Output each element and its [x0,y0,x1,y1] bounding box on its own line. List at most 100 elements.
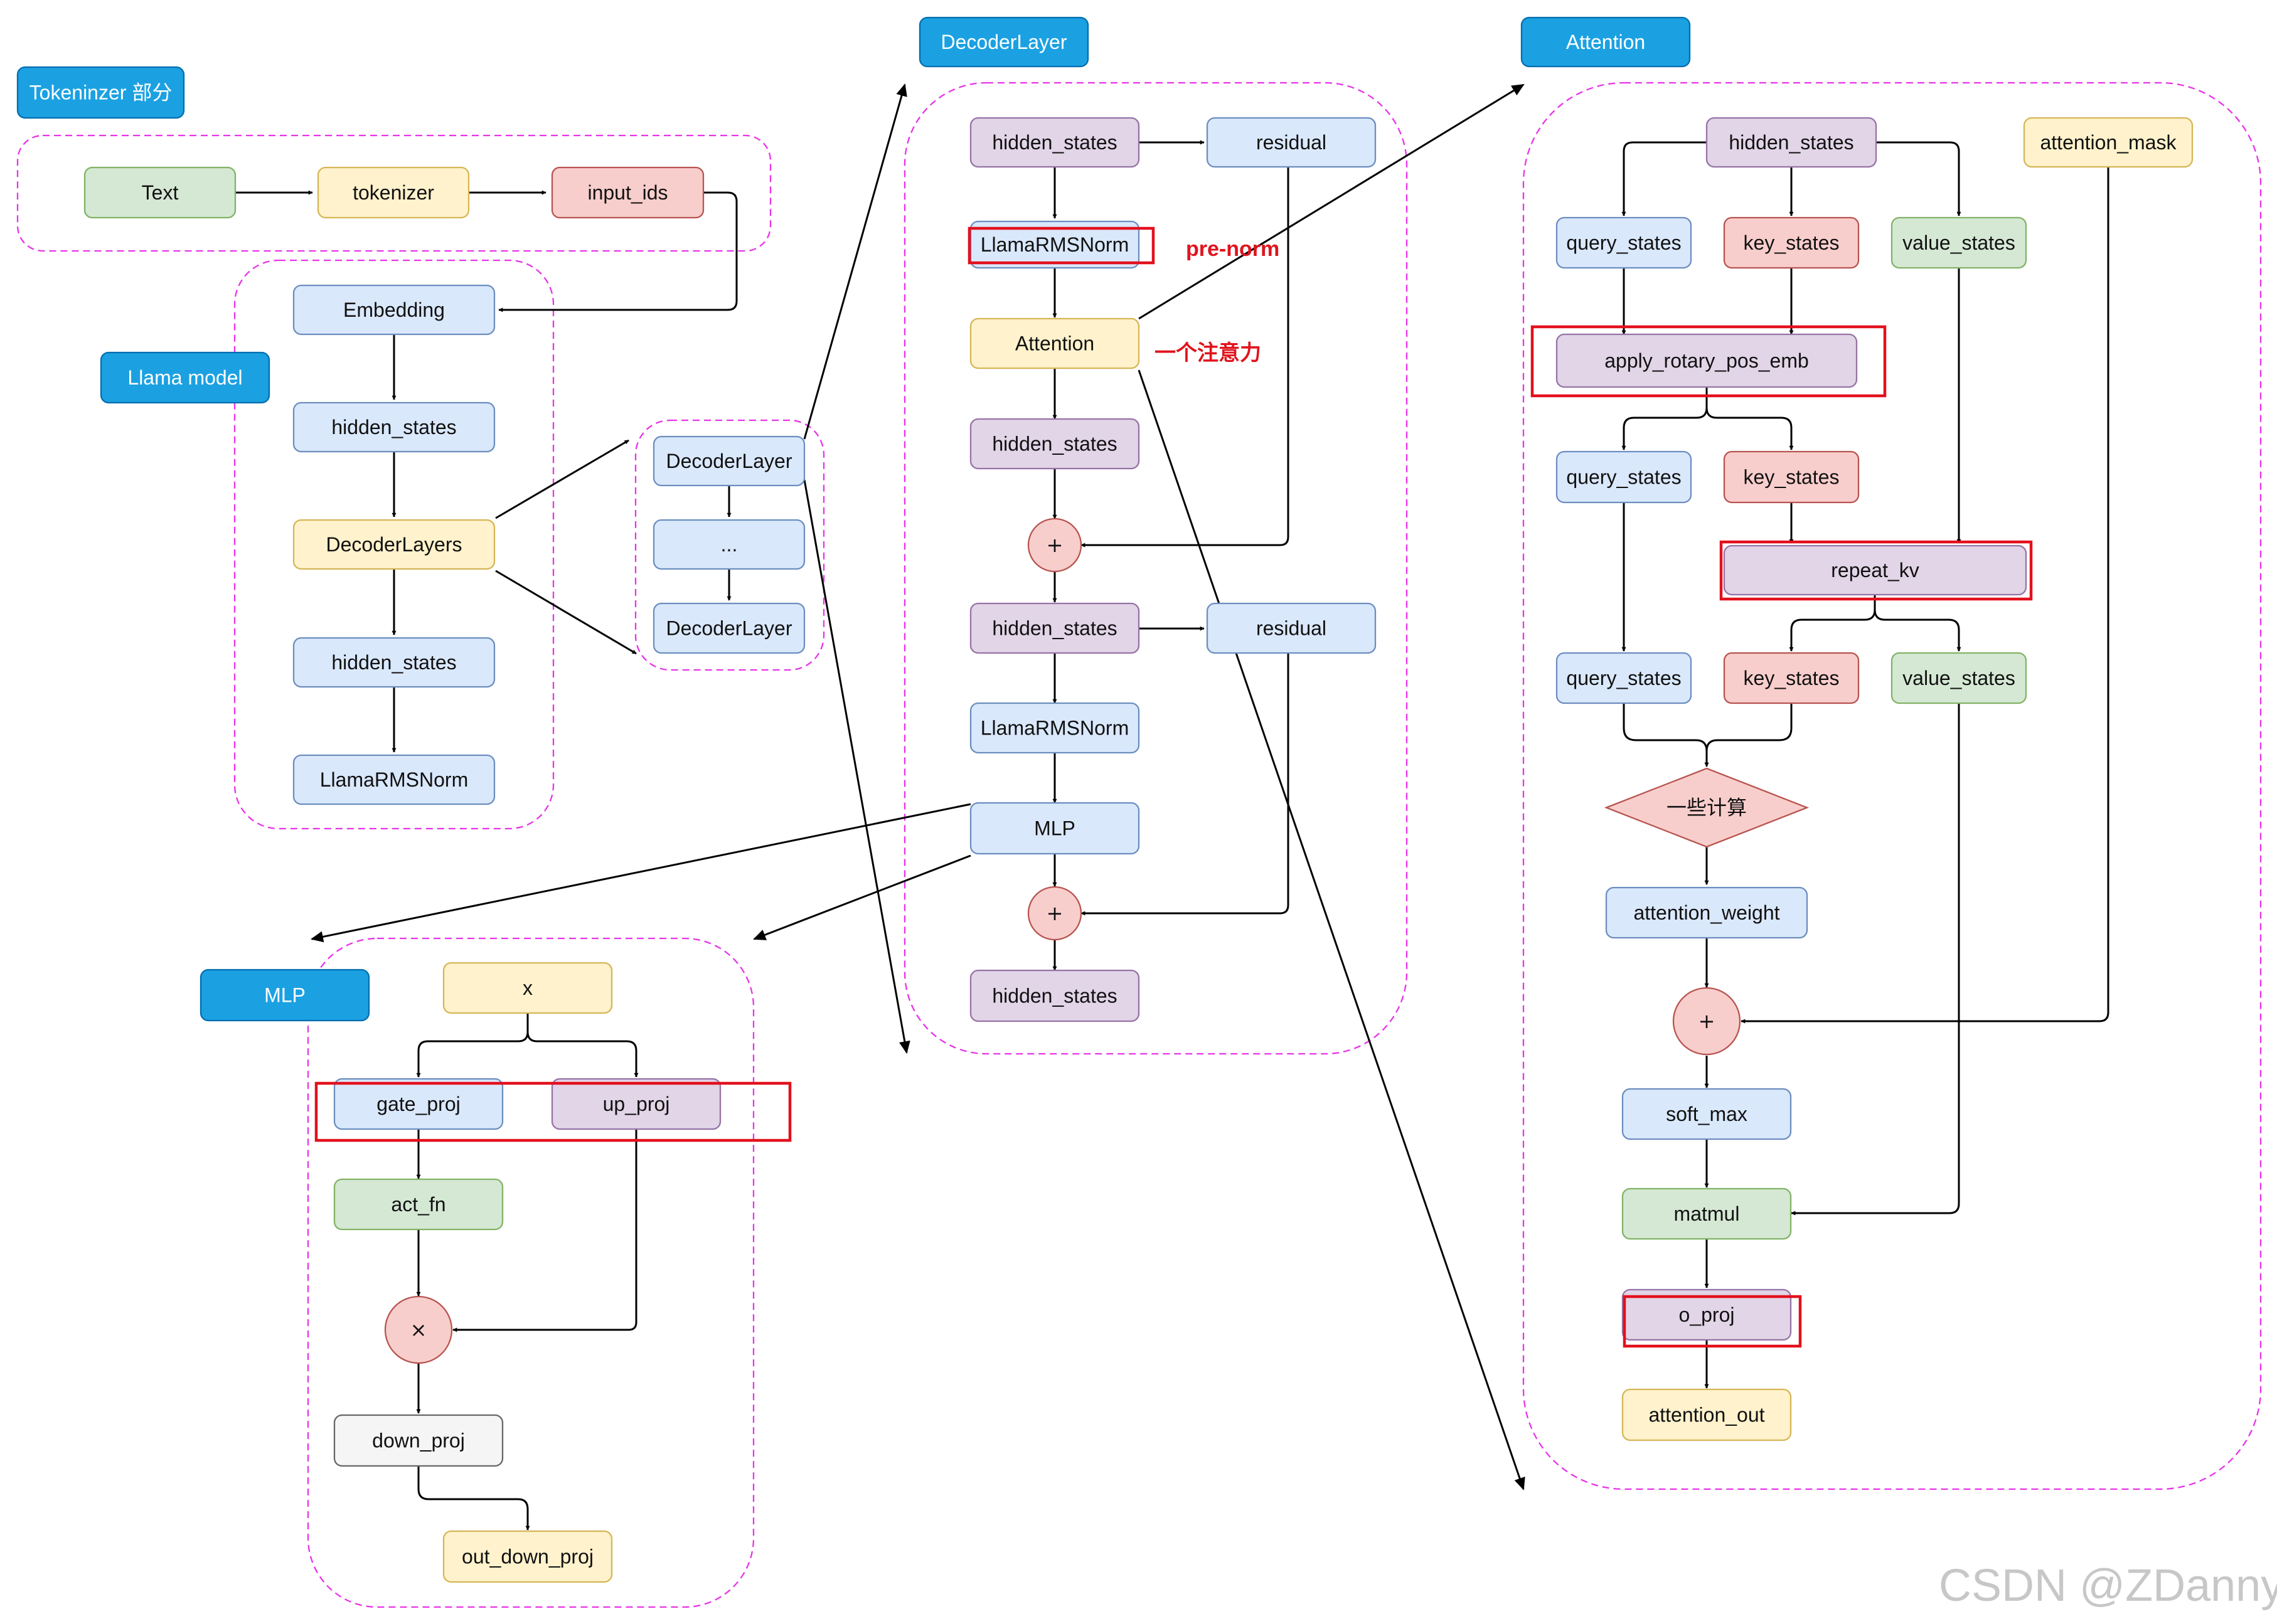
watermark: CSDN @ZDanny~ [1939,1561,2277,1611]
node-repeat-kv-shape [1723,544,2027,596]
title-llama-model-shape [100,351,270,404]
node-residual-1: residual [1206,117,1377,168]
node-hidden-states-attn: hidden_states [969,418,1140,470]
node-attention-out-shape [1621,1388,1792,1441]
node-decoder-layer-first-label: DecoderLayer [666,450,792,472]
node-plus-1-label: + [1047,533,1064,557]
group-boxes [16,82,2262,1608]
title-decoder-layer: DecoderLayer [919,16,1089,68]
node-out-down-proj: out_down_proj [442,1530,613,1583]
node-gate-proj: gate_proj [333,1078,504,1130]
node-hidden-states-mid-shape [969,602,1140,654]
node-matmul-shape [1621,1187,1792,1240]
node-up-proj: up_proj [551,1078,722,1130]
node-attention-out: attention_out [1621,1388,1792,1441]
node-attention-weight: attention_weight [1605,886,1808,939]
highlight-pre-norm [968,226,1155,265]
node-apply-rotary-pos-emb: apply_rotary_pos_emb [1555,333,1858,388]
node-plus-2-label: + [1047,901,1064,925]
title-decoder-layer-label: DecoderLayer [941,31,1067,53]
node-multiply-label: × [410,1318,427,1342]
node-llama-rms-norm-model: LlamaRMSNorm [292,754,496,805]
node-input-ids: input_ids [551,166,705,219]
node-repeat-kv-label: repeat_kv [1831,559,1919,581]
node-decoder-layer-last: DecoderLayer [653,602,806,654]
node-residual-2-label: residual [1256,617,1326,640]
node-hidden-states-model-2-label: hidden_states [331,651,456,674]
node-hidden-states-model-1: hidden_states [292,401,496,453]
node-decoder-layers-shape [292,519,496,570]
mlp-group [307,937,755,1608]
node-value-states-1: value_states [1890,216,2027,269]
node-value-states-3-label: value_states [1902,667,2015,689]
node-up-proj-shape [551,1078,722,1130]
node-attention-out-label: attention_out [1648,1404,1764,1426]
node-key-states-3-label: key_states [1744,667,1840,689]
node-llama-rms-norm-2-label: LlamaRMSNorm [981,717,1129,740]
node-o-proj: o_proj [1621,1288,1792,1341]
node-decoder-layer-last-label: DecoderLayer [666,617,792,640]
node-hidden-states-model-1-label: hidden_states [331,416,456,438]
title-mlp-label: MLP [264,984,306,1007]
node-llama-rms-norm-2-shape [969,702,1140,754]
node-key-states-3: key_states [1723,652,1860,704]
llama-model-group [233,259,555,830]
node-embedding-label: Embedding [343,299,445,321]
node-llama-rms-norm-1: LlamaRMSNorm [969,220,1140,269]
node-multiply-shape [384,1295,453,1364]
node-x-label: x [523,977,533,999]
node-mlp: MLP [969,802,1140,855]
node-soft-max-label: soft_max [1666,1103,1747,1125]
title-llama-model: Llama model [100,351,270,404]
node-multiply: × [384,1295,453,1364]
node-decoder-layer-first: DecoderLayer [653,435,806,487]
node-attention-weight-label: attention_weight [1633,901,1779,924]
node-attn-plus-shape [1672,987,1741,1056]
node-attn-plus-label: + [1698,1009,1715,1033]
node-residual-2-shape [1206,602,1377,654]
title-attention: Attention [1520,16,1691,68]
node-attn-hidden-states: hidden_states [1705,117,1877,168]
node-query-states-2-shape [1555,450,1692,504]
node-plus-1-shape [1027,517,1082,573]
title-attention-label: Attention [1566,31,1645,53]
node-residual-1-shape [1206,117,1377,168]
decoder-layer-group [904,82,1408,1055]
node-plus-1: + [1027,517,1082,573]
node-hidden-states-in-label: hidden_states [992,131,1117,154]
node-attn-hidden-states-label: hidden_states [1729,131,1853,154]
node-key-states-3-shape [1723,652,1860,704]
node-residual-1-label: residual [1256,131,1326,154]
node-key-states-2-label: key_states [1744,466,1840,489]
node-some-computation-label: 一些计算 [1666,797,1747,819]
node-down-proj: down_proj [333,1414,504,1467]
highlight-apply-rotary [1530,325,1887,398]
title-mlp: MLP [200,969,370,1022]
node-attention-label: Attention [1015,332,1094,355]
node-value-states-3-shape [1890,652,2027,704]
attention-group [1522,82,2262,1490]
node-matmul: matmul [1621,1187,1792,1240]
node-mlp-shape [969,802,1140,855]
node-attention-mask-shape [2023,117,2194,168]
title-mlp-shape [200,969,370,1022]
node-out-down-proj-label: out_down_proj [462,1546,594,1568]
node-down-proj-shape [333,1414,504,1467]
node-hidden-states-out-shape [969,969,1140,1022]
node-tokenizer: tokenizer [317,166,470,219]
node-o-proj-shape [1621,1288,1792,1341]
node-llama-rms-norm-model-shape [292,754,496,805]
node-mlp-label: MLP [1034,817,1075,840]
node-residual-2: residual [1206,602,1377,654]
node-embedding: Embedding [292,284,496,336]
node-hidden-states-in: hidden_states [969,117,1140,168]
highlight-boxes [314,226,2033,1348]
one-attention-note: 一个注意力 [1154,341,1261,365]
tokenizer-group [16,134,772,252]
node-x: x [442,962,613,1014]
node-llama-rms-norm-model-label: LlamaRMSNorm [320,768,468,791]
node-apply-rotary-pos-emb-shape [1555,333,1858,388]
node-hidden-states-mid-label: hidden_states [992,617,1117,640]
